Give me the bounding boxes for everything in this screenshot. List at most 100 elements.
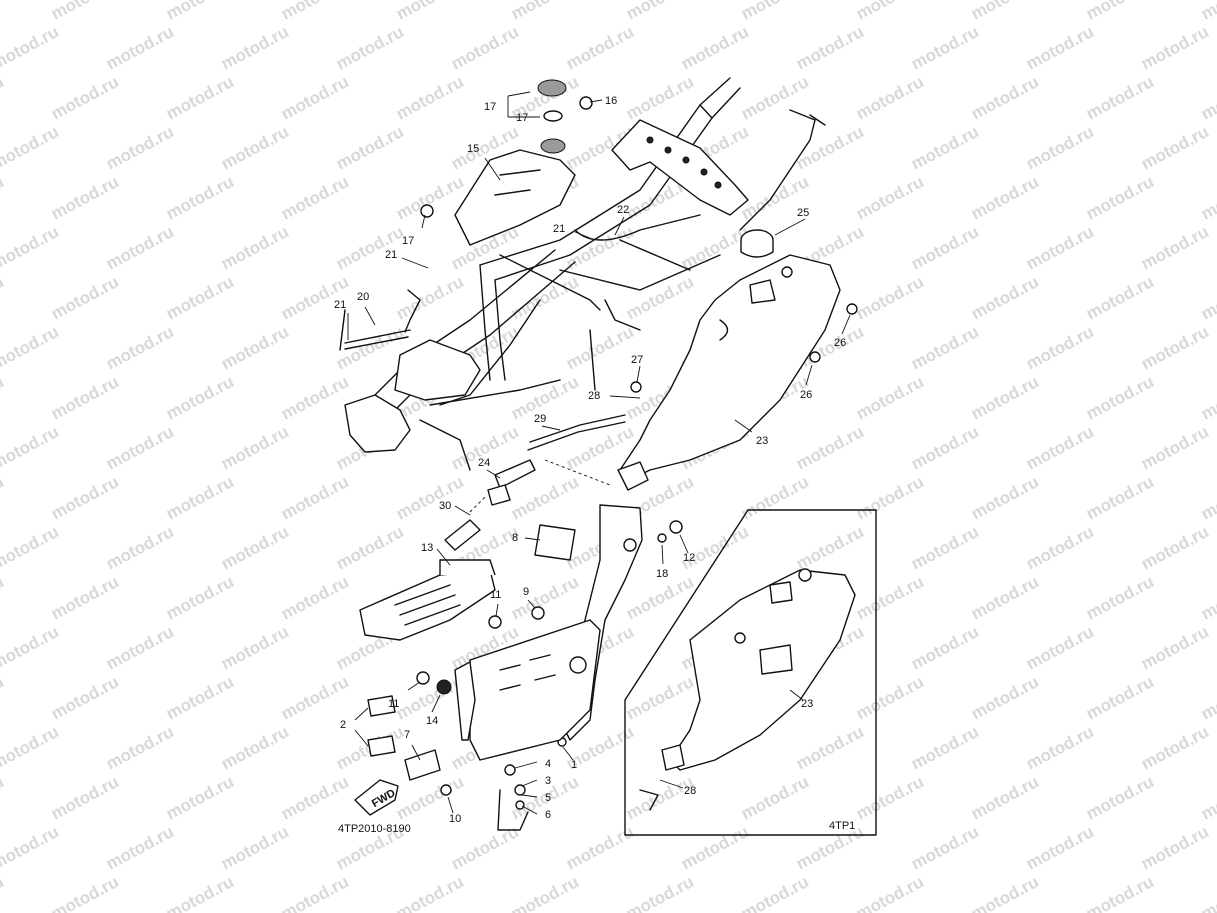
part-label-18: 17 [484,101,496,113]
watermark-text: motod.ru [0,622,62,673]
part-label-24: 24 [478,457,490,469]
watermark-text: motod.ru [968,272,1042,323]
watermark-text: motod.ru [793,422,867,473]
watermark-text: motod.ru [1083,672,1157,723]
watermark-text: motod.ru [0,172,7,223]
inset-frame [624,509,877,836]
watermark-text: motod.ru [278,772,352,823]
part-label-29: 29 [534,413,546,425]
watermark-text: motod.ru [103,622,177,673]
watermark-text: motod.ru [853,772,927,823]
watermark-text: motod.ru [1198,272,1217,323]
watermark-text: motod.ru [1023,822,1097,873]
part-label-20: 20 [357,291,369,303]
part-label-19: 17 [516,112,528,124]
watermark-text: motod.ru [1083,872,1157,913]
watermark-text: motod.ru [163,372,237,423]
watermark-text: motod.ru [0,22,62,73]
watermark-text: motod.ru [738,0,812,24]
watermark-text: motod.ru [0,772,7,823]
watermark-text: motod.ru [738,872,812,913]
watermark-text: motod.ru [1138,522,1212,573]
watermark-text: motod.ru [1083,272,1157,323]
watermark-text: motod.ru [738,72,812,123]
watermark-text: motod.ru [163,672,237,723]
watermark-text: motod.ru [1023,222,1097,273]
watermark-text: motod.ru [1083,572,1157,623]
watermark-text: motod.ru [1198,0,1217,24]
part-label-13: 13 [421,542,433,554]
watermark-text: motod.ru [968,372,1042,423]
watermark-text: motod.ru [908,822,982,873]
part-label-26-a: 26 [834,337,846,349]
watermark-text: motod.ru [678,522,752,573]
watermark-text: motod.ru [1023,22,1097,73]
watermark-text: motod.ru [333,522,407,573]
watermark-text: motod.ru [48,372,122,423]
part-label-16: 15 [467,143,479,155]
watermark-text: motod.ru [48,872,122,913]
watermark-text: motod.ru [1198,72,1217,123]
watermark-text: motod.ru [0,722,62,773]
cover-13-drawing [359,559,496,641]
watermark-text: motod.ru [103,822,177,873]
watermark-text: motod.ru [333,22,407,73]
part-label-23-b: 23 [801,698,813,710]
watermark-text: motod.ru [218,822,292,873]
watermark-text: motod.ru [563,322,637,373]
watermark-text: motod.ru [393,472,467,523]
watermark-text: motod.ru [1023,522,1097,573]
part-label-12: 12 [683,552,695,564]
watermark-text: motod.ru [623,872,697,913]
watermark-text: motod.ru [0,672,7,723]
watermark-text: motod.ru [163,872,237,913]
watermark-text: motod.ru [1083,0,1157,24]
watermark-text: motod.ru [1083,172,1157,223]
watermark-text: motod.ru [163,572,237,623]
watermark-text: motod.ru [968,0,1042,24]
watermark-text: motod.ru [103,722,177,773]
watermark-text: motod.ru [333,222,407,273]
watermark-text: motod.ru [0,272,7,323]
part-label-26-b: 26 [800,389,812,401]
watermark-text: motod.ru [853,372,927,423]
watermark-text: motod.ru [218,222,292,273]
watermark-text: motod.ru [1023,622,1097,673]
watermark-text: motod.ru [48,172,122,223]
oil-tank-drawing [617,229,841,491]
watermark-text: motod.ru [278,0,352,24]
watermark-text: motod.ru [678,22,752,73]
watermark-text: motod.ru [1023,122,1097,173]
leader-lines [347,91,851,815]
watermark-text: motod.ru [0,422,62,473]
watermark-text: motod.ru [103,522,177,573]
watermark-text: motod.ru [563,22,637,73]
watermark-text: motod.ru [0,322,62,373]
watermark-text: motod.ru [623,72,697,123]
part-label-22: 22 [617,204,629,216]
watermark-text: motod.ru [48,472,122,523]
watermark-text: motod.ru [278,72,352,123]
watermark-text: motod.ru [908,522,982,573]
watermark-text: motod.ru [278,372,352,423]
watermark-text: motod.ru [563,222,637,273]
watermark-text: motod.ru [1138,322,1212,373]
watermark-text: motod.ru [1138,822,1212,873]
watermark-text: motod.ru [48,272,122,323]
part-label-21-b: 21 [334,299,346,311]
watermark-text: motod.ru [218,322,292,373]
inset-label: 4TP1 [829,820,855,832]
watermark-text: motod.ru [218,422,292,473]
watermark-text: motod.ru [623,672,697,723]
watermark-text: motod.ru [218,722,292,773]
watermark-text: motod.ru [908,22,982,73]
watermark-text: motod.ru [1083,772,1157,823]
watermark-text: motod.ru [968,872,1042,913]
watermark-text: motod.ru [508,572,582,623]
watermark-text: motod.ru [103,422,177,473]
watermark-text: motod.ru [853,172,927,223]
watermark-text: motod.ru [793,722,867,773]
part-label-6: 6 [545,809,551,821]
watermark-text: motod.ru [48,672,122,723]
